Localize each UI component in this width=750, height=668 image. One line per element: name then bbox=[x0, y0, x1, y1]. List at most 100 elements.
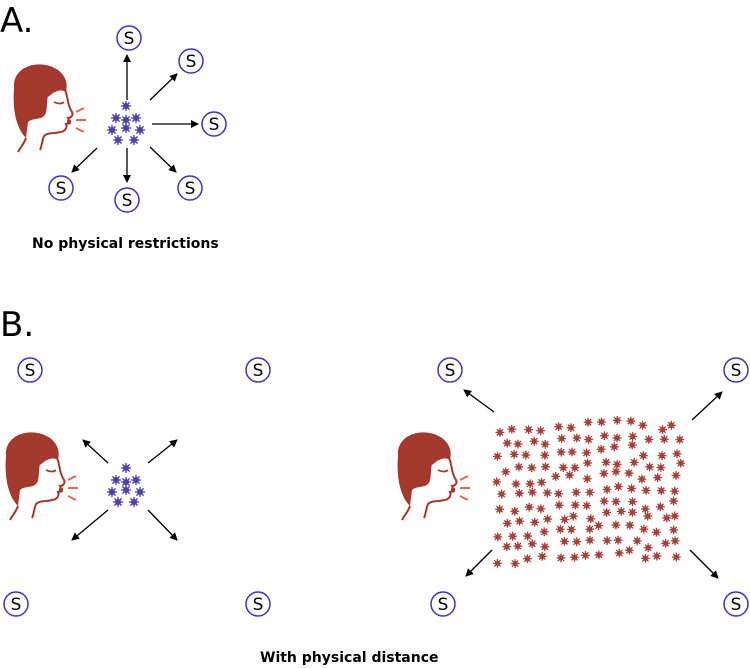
virus-particle-icon bbox=[670, 536, 680, 546]
virus-particle-icon bbox=[556, 447, 566, 457]
virus-particle-icon bbox=[566, 525, 576, 534]
virus-particle-icon bbox=[566, 423, 576, 433]
susceptible-circle-icon: S bbox=[48, 175, 74, 201]
virus-particle-icon bbox=[582, 474, 592, 484]
arrow-icon bbox=[71, 509, 109, 541]
virus-particle-icon bbox=[652, 527, 661, 537]
virus-particle-icon bbox=[644, 434, 654, 444]
virus-particle-icon bbox=[540, 450, 550, 460]
virus-particle-icon bbox=[661, 538, 671, 548]
arrow-icon bbox=[689, 549, 719, 579]
susceptible-label: S bbox=[445, 361, 456, 381]
arrow-icon bbox=[465, 549, 493, 577]
virus-particle-icon bbox=[130, 112, 142, 124]
susceptible-circle-icon: S bbox=[437, 357, 463, 383]
virus-particle-icon bbox=[508, 531, 518, 541]
virus-particle-icon bbox=[551, 472, 561, 481]
virus-particle-icon bbox=[567, 447, 577, 457]
virus-particle-icon bbox=[570, 463, 580, 473]
arrow-icon bbox=[147, 439, 178, 464]
virus-particle-icon bbox=[524, 425, 534, 435]
virus-particle-icon bbox=[511, 479, 521, 489]
virus-particle-icon bbox=[597, 417, 606, 427]
virus-cluster-b-left bbox=[106, 462, 146, 508]
virus-particle-icon bbox=[666, 420, 676, 430]
virus-particle-icon bbox=[632, 536, 642, 546]
susceptible-circle-icon: S bbox=[430, 591, 456, 617]
virus-particle-icon bbox=[514, 462, 524, 472]
virus-particle-icon bbox=[541, 462, 550, 472]
person-head-icon bbox=[396, 431, 471, 521]
virus-particle-icon bbox=[507, 424, 517, 434]
virus-particle-icon bbox=[554, 489, 563, 499]
virus-particle-icon bbox=[669, 525, 679, 535]
virus-particle-icon bbox=[670, 486, 680, 496]
virus-particle-icon bbox=[583, 417, 593, 427]
virus-particle-icon bbox=[611, 520, 621, 530]
virus-particle-icon bbox=[106, 486, 118, 498]
virus-particle-icon bbox=[640, 504, 650, 514]
virus-particle-icon bbox=[556, 553, 566, 563]
virus-particle-icon bbox=[565, 470, 574, 480]
virus-particle-icon bbox=[584, 435, 593, 444]
person-head-icon bbox=[4, 431, 80, 521]
susceptible-circle-icon: S bbox=[116, 25, 142, 51]
virus-particle-icon bbox=[493, 558, 502, 568]
virus-particle-icon bbox=[601, 457, 611, 467]
virus-particle-icon bbox=[106, 124, 118, 136]
virus-particle-icon bbox=[514, 488, 524, 498]
virus-particle-icon bbox=[495, 504, 504, 514]
susceptible-circle-icon: S bbox=[245, 591, 271, 617]
virus-particle-icon bbox=[641, 485, 651, 495]
virus-particle-icon bbox=[497, 489, 507, 499]
scene-panel-b-left bbox=[4, 431, 146, 521]
virus-particle-icon bbox=[643, 511, 653, 521]
virus-particle-icon bbox=[523, 554, 532, 564]
susceptible-label: S bbox=[438, 595, 449, 615]
virus-particle-icon bbox=[130, 474, 142, 486]
virus-particle-icon bbox=[554, 500, 564, 510]
virus-particle-icon bbox=[524, 502, 534, 512]
susceptible-label: S bbox=[185, 179, 196, 199]
virus-particle-icon bbox=[602, 536, 612, 545]
virus-particle-icon bbox=[637, 474, 647, 484]
virus-particle-icon bbox=[643, 543, 653, 553]
virus-particle-icon bbox=[638, 451, 648, 461]
virus-particle-icon bbox=[502, 518, 512, 528]
virus-particle-icon bbox=[638, 420, 648, 430]
virus-particle-icon bbox=[612, 433, 622, 443]
virus-particle-icon bbox=[657, 451, 667, 461]
virus-particle-icon bbox=[570, 500, 580, 510]
virus-particle-icon bbox=[515, 516, 524, 526]
virus-particle-icon bbox=[659, 434, 669, 444]
susceptible-label: S bbox=[124, 29, 135, 49]
arrow-icon bbox=[463, 389, 495, 413]
arrow-icon bbox=[147, 509, 178, 541]
virus-particle-icon bbox=[624, 468, 634, 478]
arrow-icon bbox=[149, 73, 178, 101]
arrow-icon bbox=[691, 391, 723, 421]
virus-particle-icon bbox=[542, 488, 552, 498]
virus-particle-icon bbox=[501, 467, 511, 477]
virus-particle-icon bbox=[120, 484, 132, 496]
virus-particle-icon bbox=[628, 432, 638, 441]
scene-panel-a bbox=[12, 63, 146, 153]
virus-particle-icon bbox=[640, 553, 650, 563]
virus-particle-icon bbox=[586, 514, 596, 524]
virus-particle-icon bbox=[557, 434, 567, 444]
virus-particle-icon bbox=[112, 496, 124, 508]
arrows bbox=[71, 54, 723, 579]
virus-particle-icon bbox=[120, 114, 132, 126]
virus-particle-icon bbox=[656, 463, 666, 472]
susceptible-circle-icon: S bbox=[17, 357, 43, 383]
virus-particle-icon bbox=[602, 485, 612, 494]
susceptible-label: S bbox=[25, 361, 36, 381]
virus-cluster-a bbox=[106, 100, 146, 146]
virus-particle-icon bbox=[502, 438, 512, 448]
virus-particle-icon bbox=[662, 513, 672, 523]
virus-particle-icon bbox=[530, 517, 540, 527]
virus-particle-icon bbox=[616, 506, 626, 516]
virus-particle-icon bbox=[582, 501, 592, 511]
virus-particle-icon bbox=[513, 439, 523, 449]
